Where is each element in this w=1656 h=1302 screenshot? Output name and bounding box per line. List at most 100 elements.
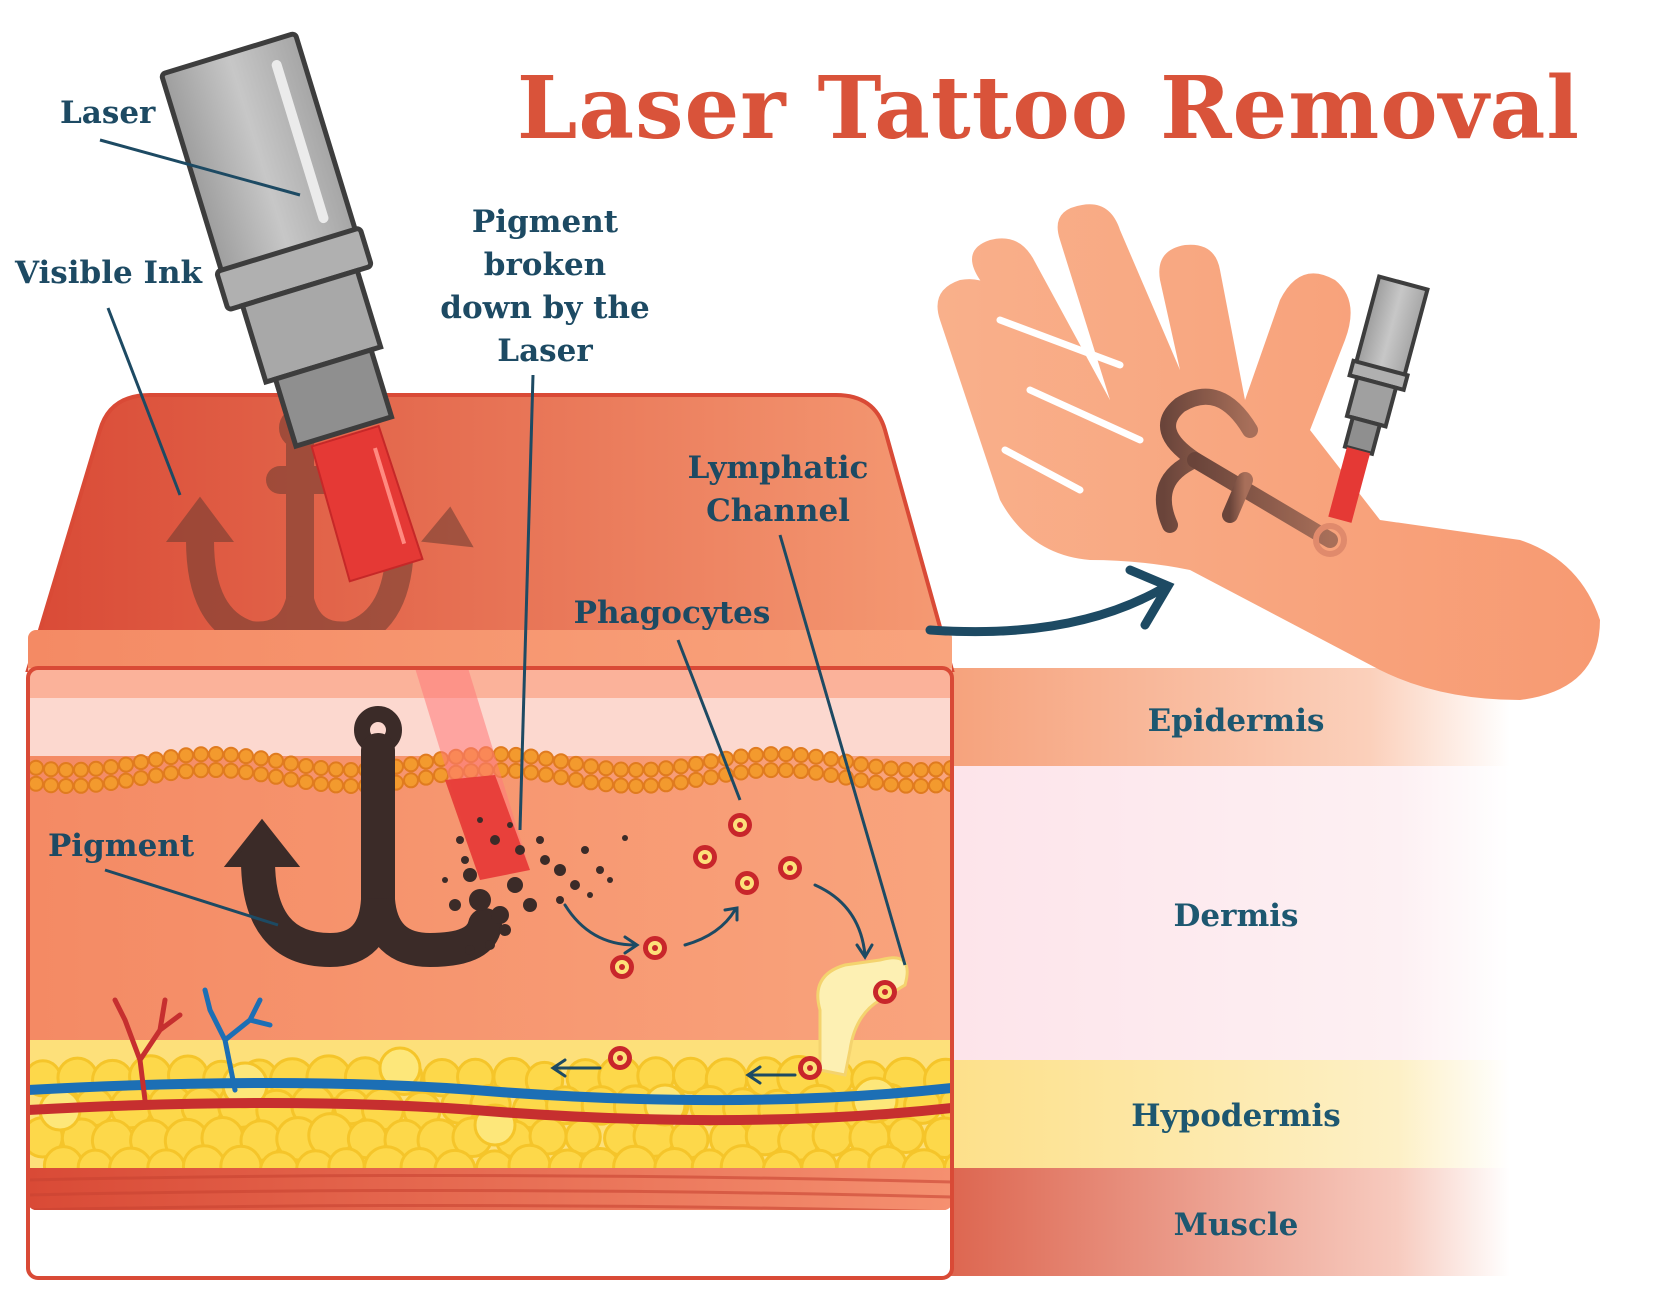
- layer-label-dermis: Dermis: [1174, 898, 1299, 934]
- membrane-bead: [643, 777, 659, 794]
- membrane-bead: [178, 747, 194, 764]
- membrane-bead: [208, 746, 224, 763]
- membrane-bead: [118, 756, 134, 773]
- membrane-bead: [328, 777, 344, 794]
- membrane-bead: [418, 769, 434, 786]
- membrane-bead: [493, 746, 509, 763]
- membrane-bead: [688, 755, 704, 772]
- pigment-particle: [507, 877, 523, 893]
- phagocyte-icon: [778, 856, 802, 880]
- label-pigment-broken-2: broken: [484, 247, 606, 283]
- membrane-bead: [643, 761, 659, 778]
- label-lymphatic-1: Lymphatic: [688, 450, 869, 486]
- membrane-bead: [538, 766, 554, 783]
- membrane-bead: [733, 764, 749, 781]
- membrane-bead: [733, 748, 749, 765]
- pigment-particle: [622, 835, 628, 841]
- membrane-bead: [778, 762, 794, 779]
- membrane-bead: [763, 762, 779, 779]
- pigment-particle: [485, 940, 495, 950]
- membrane-bead: [883, 776, 899, 793]
- pigment-particle: [581, 846, 589, 854]
- hypodermis-band: [950, 1060, 1510, 1168]
- pigment-particle: [556, 896, 564, 904]
- arrow-icon: [925, 565, 1175, 637]
- flow-arrows: [550, 883, 874, 1085]
- phagocyte-icon: [798, 1056, 822, 1080]
- label-pigment-broken-4: Laser: [497, 333, 593, 369]
- membrane-bead: [268, 752, 284, 769]
- label-visible-ink: Visible Ink: [14, 255, 204, 291]
- membrane-bead: [523, 764, 539, 781]
- laser-device-icon: [159, 31, 424, 583]
- pigment-particle: [499, 924, 511, 936]
- membrane-bead: [403, 756, 419, 773]
- pigment-particle: [477, 817, 483, 823]
- phagocyte-icon: [728, 813, 752, 837]
- label-phagocytes: Phagocytes: [574, 595, 771, 631]
- membrane-bead: [913, 761, 929, 778]
- membrane-bead: [313, 776, 329, 793]
- membrane-bead: [883, 760, 899, 777]
- membrane-bead: [523, 748, 539, 765]
- pigment-particle: [596, 866, 604, 874]
- membrane-bead: [43, 777, 59, 794]
- membrane-bead: [223, 762, 239, 779]
- membrane-bead: [178, 763, 194, 780]
- membrane-bead: [628, 761, 644, 778]
- membrane-bead: [658, 776, 674, 793]
- membrane-bead: [328, 761, 344, 778]
- membrane-bead: [553, 769, 569, 786]
- pigment-particle: [449, 899, 461, 911]
- membrane-bead: [598, 776, 614, 793]
- membrane-bead: [898, 761, 914, 778]
- label-pigment-broken-3: down by the: [440, 290, 649, 326]
- pigment-particle: [570, 880, 580, 890]
- membrane-bead: [793, 763, 809, 780]
- phagocyte-icon: [608, 1046, 632, 1070]
- membrane-bead: [133, 754, 149, 771]
- label-lymphatic-2: Channel: [706, 493, 850, 529]
- leader-lines: [99, 138, 907, 966]
- membrane-bead: [343, 761, 359, 778]
- phagocyte-icon: [735, 871, 759, 895]
- dermis-band: [950, 766, 1510, 1060]
- membrane-bead: [103, 774, 119, 791]
- pigment-particle: [442, 877, 448, 883]
- membrane-bead: [208, 762, 224, 779]
- membrane-bead: [583, 774, 599, 791]
- page-title: Laser Tattoo Removal: [517, 58, 1580, 159]
- pigment-particle: [554, 864, 566, 876]
- membrane-bead: [283, 755, 299, 772]
- membrane-bead: [163, 765, 179, 782]
- membrane-bead: [793, 747, 809, 764]
- membrane-bead: [658, 760, 674, 777]
- membrane-bead: [808, 764, 824, 781]
- membrane-bead: [283, 771, 299, 788]
- pigment-particle: [461, 856, 469, 864]
- vein: [28, 1077, 952, 1106]
- membrane-bead: [148, 767, 164, 784]
- label-pigment: Pigment: [48, 828, 195, 864]
- membrane-bead: [763, 746, 779, 763]
- capillaries: [112, 987, 273, 1103]
- phagocyte-icon: [873, 980, 897, 1004]
- layer-label-hypodermis: Hypodermis: [1131, 1098, 1340, 1134]
- membrane-bead: [928, 777, 944, 794]
- skin-surface: [25, 393, 955, 672]
- membrane-bead: [28, 775, 44, 792]
- membrane-bead: [868, 774, 884, 791]
- membrane-bead: [853, 772, 869, 789]
- membrane-bead: [853, 756, 869, 773]
- pigment-particle: [540, 855, 550, 865]
- membrane-bead: [688, 771, 704, 788]
- membrane-bead: [223, 746, 239, 763]
- membrane-bead: [88, 760, 104, 777]
- membrane-bead: [88, 776, 104, 793]
- membrane-bead: [613, 777, 629, 794]
- membrane-bead: [118, 772, 134, 789]
- membrane-bead: [613, 761, 629, 778]
- membrane-bead: [163, 749, 179, 766]
- membrane-bead: [538, 750, 554, 767]
